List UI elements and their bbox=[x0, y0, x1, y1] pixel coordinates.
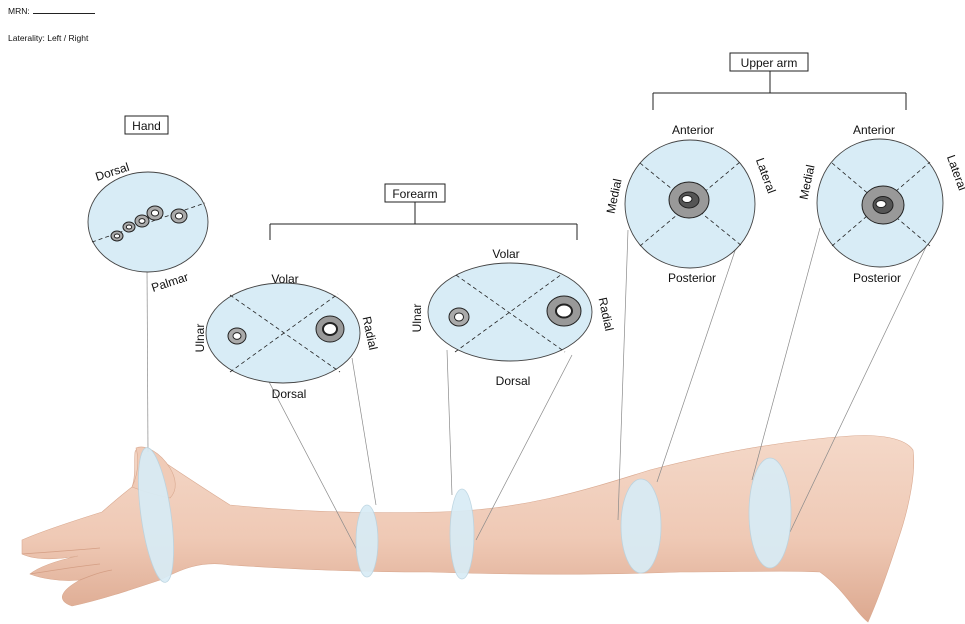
radius-icon bbox=[556, 305, 572, 318]
upper-arm-cross-section-1[interactable]: Anterior Posterior Medial Lateral bbox=[604, 123, 779, 285]
hand-cross-section[interactable]: Dorsal Palmar bbox=[88, 160, 208, 295]
upper-arm-cross-section-2[interactable]: Anterior Posterior Medial Lateral bbox=[797, 123, 965, 285]
bone-icon bbox=[126, 225, 131, 229]
upper2-left-label: Medial bbox=[797, 163, 818, 200]
connector-line bbox=[147, 268, 148, 452]
forearm-label: Forearm bbox=[392, 187, 437, 201]
forearm2-bottom-label: Dorsal bbox=[496, 374, 531, 388]
humerus-bone bbox=[669, 182, 709, 218]
forearm1-right-label: Radial bbox=[360, 315, 381, 351]
connector-line bbox=[618, 230, 628, 520]
upper-arm-label: Upper arm bbox=[741, 56, 798, 70]
upper1-bottom-label: Posterior bbox=[668, 271, 716, 285]
forearm-cross-section-1[interactable]: Volar Dorsal Ulnar Radial bbox=[193, 272, 380, 401]
upper1-right-label: Lateral bbox=[753, 156, 779, 195]
upper1-left-label: Medial bbox=[604, 177, 625, 214]
forearm-section-marker-1[interactable] bbox=[356, 505, 378, 577]
bone-icon bbox=[114, 234, 119, 238]
humerus-bone bbox=[862, 186, 904, 224]
upper-arm-section-marker-1[interactable] bbox=[621, 479, 661, 573]
upper1-top-label: Anterior bbox=[672, 123, 714, 137]
forearm-bracket bbox=[270, 202, 577, 240]
upper-arm-section-marker-2[interactable] bbox=[749, 458, 791, 568]
forearm1-left-label: Ulnar bbox=[193, 324, 207, 353]
humerus-icon bbox=[876, 201, 886, 208]
forearm2-top-label: Volar bbox=[492, 247, 519, 261]
ulna-icon bbox=[233, 333, 241, 340]
connector-line bbox=[352, 358, 376, 505]
radius-icon bbox=[323, 323, 337, 335]
bone-icon bbox=[151, 210, 158, 216]
forearm-section-marker-2[interactable] bbox=[450, 489, 474, 579]
forearm1-top-label: Volar bbox=[271, 272, 298, 286]
ulna-icon bbox=[455, 313, 464, 321]
bone-icon bbox=[139, 219, 145, 224]
upper-arm-bracket bbox=[653, 71, 906, 110]
bone-icon bbox=[175, 213, 182, 219]
hand-label: Hand bbox=[132, 119, 161, 133]
forearm-cross-section-2[interactable]: Volar Dorsal Ulnar Radial bbox=[410, 247, 616, 388]
hand-palmar-label: Palmar bbox=[150, 270, 190, 295]
upper2-bottom-label: Posterior bbox=[853, 271, 901, 285]
forearm2-right-label: Radial bbox=[596, 296, 617, 332]
connector-line bbox=[447, 350, 452, 495]
forearm1-bottom-label: Dorsal bbox=[272, 387, 307, 401]
forearm2-left-label: Ulnar bbox=[410, 304, 424, 333]
upper2-right-label: Lateral bbox=[944, 153, 965, 192]
upper2-top-label: Anterior bbox=[853, 123, 895, 137]
humerus-icon bbox=[682, 196, 692, 203]
